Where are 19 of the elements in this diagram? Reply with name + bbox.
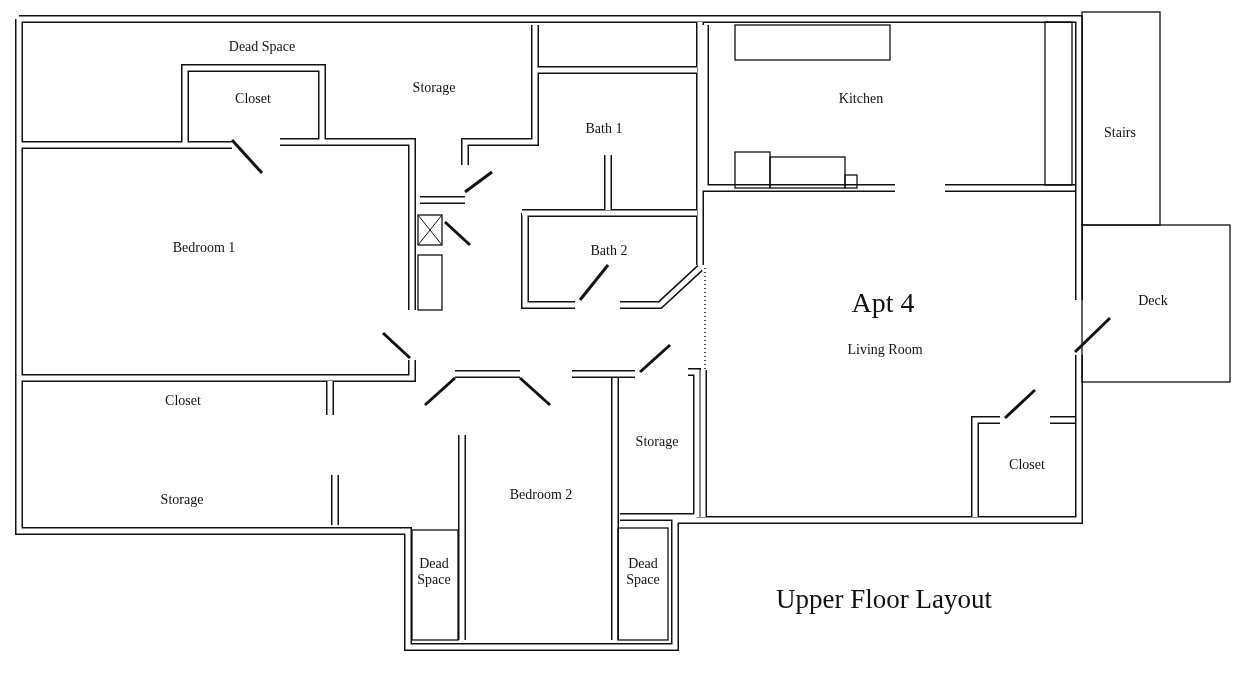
room-label: Closet <box>165 392 201 410</box>
drawing-title: Upper Floor Layout <box>776 584 992 616</box>
room-label: Dead Space <box>625 555 661 589</box>
room-label: Bedroom 2 <box>509 486 573 504</box>
room-label: Bath 1 <box>585 120 623 138</box>
room-label: Storage <box>412 79 456 97</box>
room-label: Storage <box>635 433 679 451</box>
room-label: Dead Space <box>416 555 452 589</box>
room-label: Kitchen <box>838 90 884 108</box>
room-label: Dead Space <box>228 38 296 56</box>
room-label: Storage <box>160 491 204 509</box>
room-label: Stairs <box>1104 124 1136 142</box>
room-label: Bedroom 1 <box>172 239 236 257</box>
room-label: Apt 4 <box>851 286 915 320</box>
room-label: Bath 2 <box>590 242 628 260</box>
room-label: Deck <box>1138 292 1168 310</box>
room-label: Closet <box>235 90 271 108</box>
room-label: Closet <box>1009 456 1045 474</box>
room-label: Living Room <box>847 341 923 359</box>
